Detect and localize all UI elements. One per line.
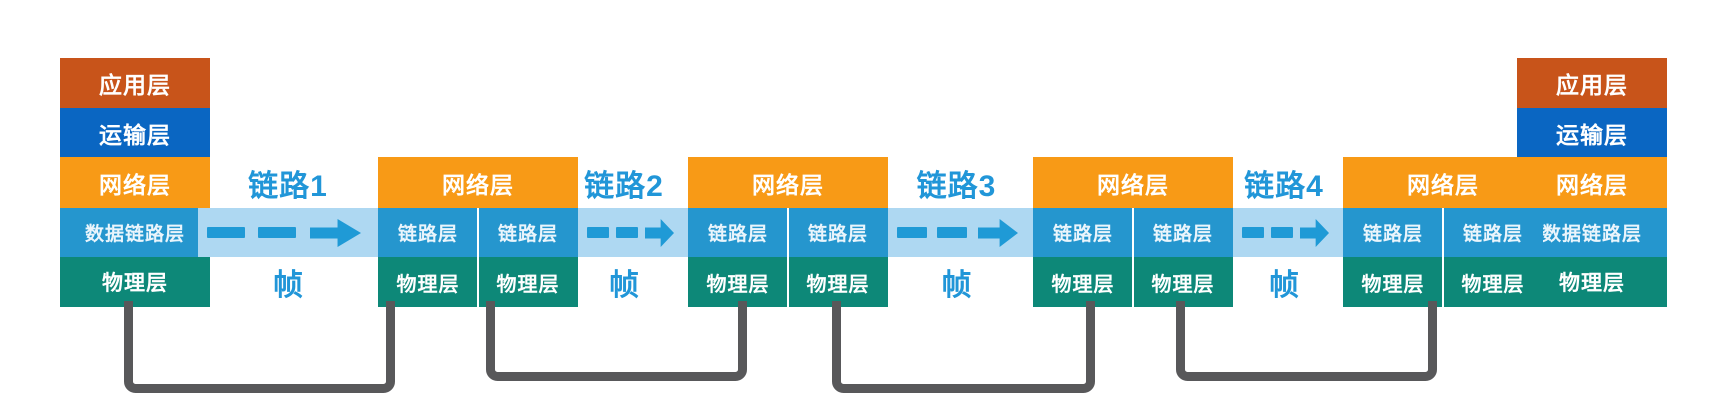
- router-2-column-divider: [787, 208, 789, 307]
- router-3-datalink-layer-2: 链路层: [1133, 208, 1233, 257]
- link-2-dash-1: [587, 226, 609, 238]
- router-3-network-layer: 网络层: [1033, 157, 1233, 208]
- link-3-arrow-icon: [978, 218, 1018, 247]
- link-4-dash-2: [1271, 226, 1293, 238]
- router-2-physical-layer-2: 物理层: [788, 257, 888, 307]
- router-4-datalink-layer-2: 链路层: [1443, 208, 1543, 257]
- host-left-layer-datalink: 数据链路层: [60, 208, 210, 257]
- link-3-dash-1: [897, 226, 927, 238]
- link-2-frame-label: 帧: [609, 269, 639, 302]
- link-4-dash-1: [1242, 226, 1264, 238]
- link-1-label: 链路1: [248, 169, 328, 203]
- router-3-physical-layer-2: 物理层: [1133, 257, 1233, 307]
- host-left-layer-network: 网络层: [60, 157, 210, 208]
- host-right-layer-application: 应用层: [1517, 58, 1667, 108]
- link-1-frame-label: 帧: [273, 269, 303, 302]
- router-4-network-layer: 网络层: [1343, 157, 1543, 208]
- link-4-frame-label: 帧: [1269, 269, 1299, 302]
- router-4-physical-layer-1: 物理层: [1343, 257, 1443, 307]
- router-1-datalink-layer-1: 链路层: [378, 208, 478, 257]
- router-4-datalink-layer-1: 链路层: [1343, 208, 1443, 257]
- link-4-arrow-icon: [1300, 218, 1329, 247]
- link-3-frame-label: 帧: [941, 269, 972, 302]
- router-4-physical-layer-2: 物理层: [1443, 257, 1543, 307]
- link-2-arrow-icon: [645, 218, 674, 247]
- link-1-arrow-icon: [310, 218, 361, 247]
- physical-connector-3: [831, 301, 1095, 393]
- router-1-column-divider: [477, 208, 479, 307]
- router-1-network-layer: 网络层: [378, 157, 578, 208]
- router-2-datalink-layer-2: 链路层: [788, 208, 888, 257]
- physical-connector-2: [485, 301, 747, 381]
- router-1-physical-layer-2: 物理层: [478, 257, 578, 307]
- physical-connector-1: [123, 301, 395, 393]
- host-left-layer-physical: 物理层: [60, 257, 210, 307]
- link-1-dash-1: [207, 226, 245, 238]
- link-3-dash-2: [937, 226, 967, 238]
- physical-connector-4: [1175, 301, 1437, 381]
- router-1-physical-layer-1: 物理层: [378, 257, 478, 307]
- router-3-datalink-layer-1: 链路层: [1033, 208, 1133, 257]
- host-left-layer-transport: 运输层: [60, 108, 210, 157]
- link-2-dash-2: [616, 226, 638, 238]
- host-left-layer-application: 应用层: [60, 58, 210, 108]
- router-3-column-divider: [1132, 208, 1134, 307]
- link-2-label: 链路2: [584, 169, 664, 203]
- link-3-label: 链路3: [916, 169, 997, 203]
- router-4-column-divider: [1442, 208, 1444, 307]
- link-1-dash-2: [258, 226, 296, 238]
- host-right-layer-transport: 运输层: [1517, 108, 1667, 157]
- link-4-label: 链路4: [1244, 169, 1324, 203]
- router-2-network-layer: 网络层: [688, 157, 888, 208]
- router-3-physical-layer-1: 物理层: [1033, 257, 1133, 307]
- router-2-physical-layer-1: 物理层: [688, 257, 788, 307]
- router-2-datalink-layer-1: 链路层: [688, 208, 788, 257]
- router-1-datalink-layer-2: 链路层: [478, 208, 578, 257]
